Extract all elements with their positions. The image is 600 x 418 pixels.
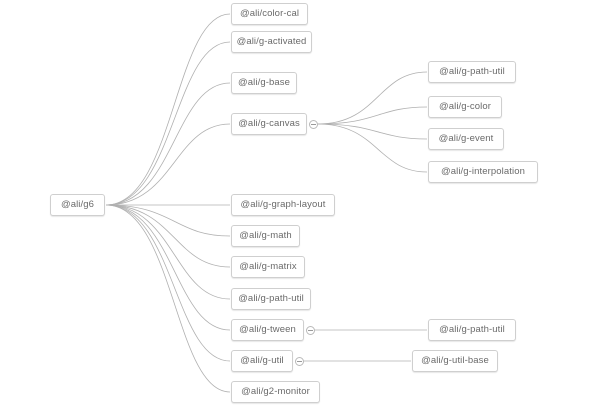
graph-edge-root-to-g-canvas xyxy=(105,123,231,206)
graph-node-label: @ali/g-util-base xyxy=(421,355,489,367)
graph-node-label: @ali/g-path-util xyxy=(439,324,505,336)
graph-node-label: @ali/g-path-util xyxy=(439,66,505,78)
graph-node-label: @ali/g-activated xyxy=(236,36,307,48)
graph-edge-root-to-color-cal xyxy=(105,13,231,206)
graph-edge-root-to-g-util xyxy=(105,204,231,362)
graph-node-label: @ali/g-graph-layout xyxy=(240,199,326,211)
graph-node-g-activated[interactable]: @ali/g-activated xyxy=(231,31,312,53)
graph-node-label: @ali/g-event xyxy=(438,133,494,145)
graph-node-g-base[interactable]: @ali/g-base xyxy=(231,72,297,94)
graph-edge-g-canvas-to-g-color xyxy=(317,106,428,125)
graph-node-label: @ali/g-util xyxy=(240,355,284,367)
graph-node-g-path-util-1[interactable]: @ali/g-path-util xyxy=(231,288,311,310)
graph-node-g-graph-layout[interactable]: @ali/g-graph-layout xyxy=(231,194,335,216)
graph-node-g-util-base[interactable]: @ali/g-util-base xyxy=(412,350,498,372)
collapse-toggle-g-tween-icon[interactable] xyxy=(306,325,315,335)
graph-node-g-util[interactable]: @ali/g-util xyxy=(231,350,293,372)
graph-node-g-canvas[interactable]: @ali/g-canvas xyxy=(231,113,307,135)
graph-node-label: @ali/g6 xyxy=(60,199,95,211)
graph-node-g-color[interactable]: @ali/g-color xyxy=(428,96,502,118)
graph-node-label: @ali/g-color xyxy=(438,101,492,113)
graph-node-root[interactable]: @ali/g6 xyxy=(50,194,105,216)
graph-node-label: @ali/g-matrix xyxy=(239,261,297,273)
graph-edge-root-to-g-base xyxy=(105,82,231,206)
graph-node-label: @ali/g-math xyxy=(239,230,292,242)
graph-node-label: @ali/g-base xyxy=(238,77,290,89)
graph-edge-g-canvas-to-g-interpolation xyxy=(317,123,428,173)
graph-node-label: @ali/g-path-util xyxy=(238,293,304,305)
graph-node-g-path-util-3[interactable]: @ali/g-path-util xyxy=(428,319,516,341)
graph-edge-g-canvas-to-g-path-util-2 xyxy=(317,71,428,125)
graph-node-label: @ali/g-interpolation xyxy=(441,166,525,178)
collapse-toggle-g-canvas-icon[interactable] xyxy=(309,119,318,129)
graph-node-label: @ali/g2-monitor xyxy=(241,386,310,398)
graph-node-g-interpolation[interactable]: @ali/g-interpolation xyxy=(428,161,538,183)
graph-edge-root-to-g-path-util-1 xyxy=(105,204,231,300)
graph-edge-root-to-g-activated xyxy=(105,41,231,206)
graph-node-g-math[interactable]: @ali/g-math xyxy=(231,225,300,247)
graph-edge-g-canvas-to-g-event xyxy=(317,123,428,140)
graph-node-g-tween[interactable]: @ali/g-tween xyxy=(231,319,304,341)
graph-node-g-path-util-2[interactable]: @ali/g-path-util xyxy=(428,61,516,83)
graph-node-g-event[interactable]: @ali/g-event xyxy=(428,128,504,150)
graph-node-label: @ali/g-canvas xyxy=(238,118,300,130)
graph-node-label: @ali/color-cal xyxy=(239,8,300,20)
graph-edge-root-to-g2-monitor xyxy=(105,204,231,393)
graph-node-color-cal[interactable]: @ali/color-cal xyxy=(231,3,308,25)
graph-edge-root-to-g-tween xyxy=(105,204,231,331)
graph-edge-root-to-g-math xyxy=(105,204,231,237)
collapse-toggle-g-util-icon[interactable] xyxy=(295,356,304,366)
graph-node-g-matrix[interactable]: @ali/g-matrix xyxy=(231,256,305,278)
graph-edge-root-to-g-matrix xyxy=(105,204,231,268)
graph-node-label: @ali/g-tween xyxy=(239,324,296,336)
graph-node-g2-monitor[interactable]: @ali/g2-monitor xyxy=(231,381,320,403)
